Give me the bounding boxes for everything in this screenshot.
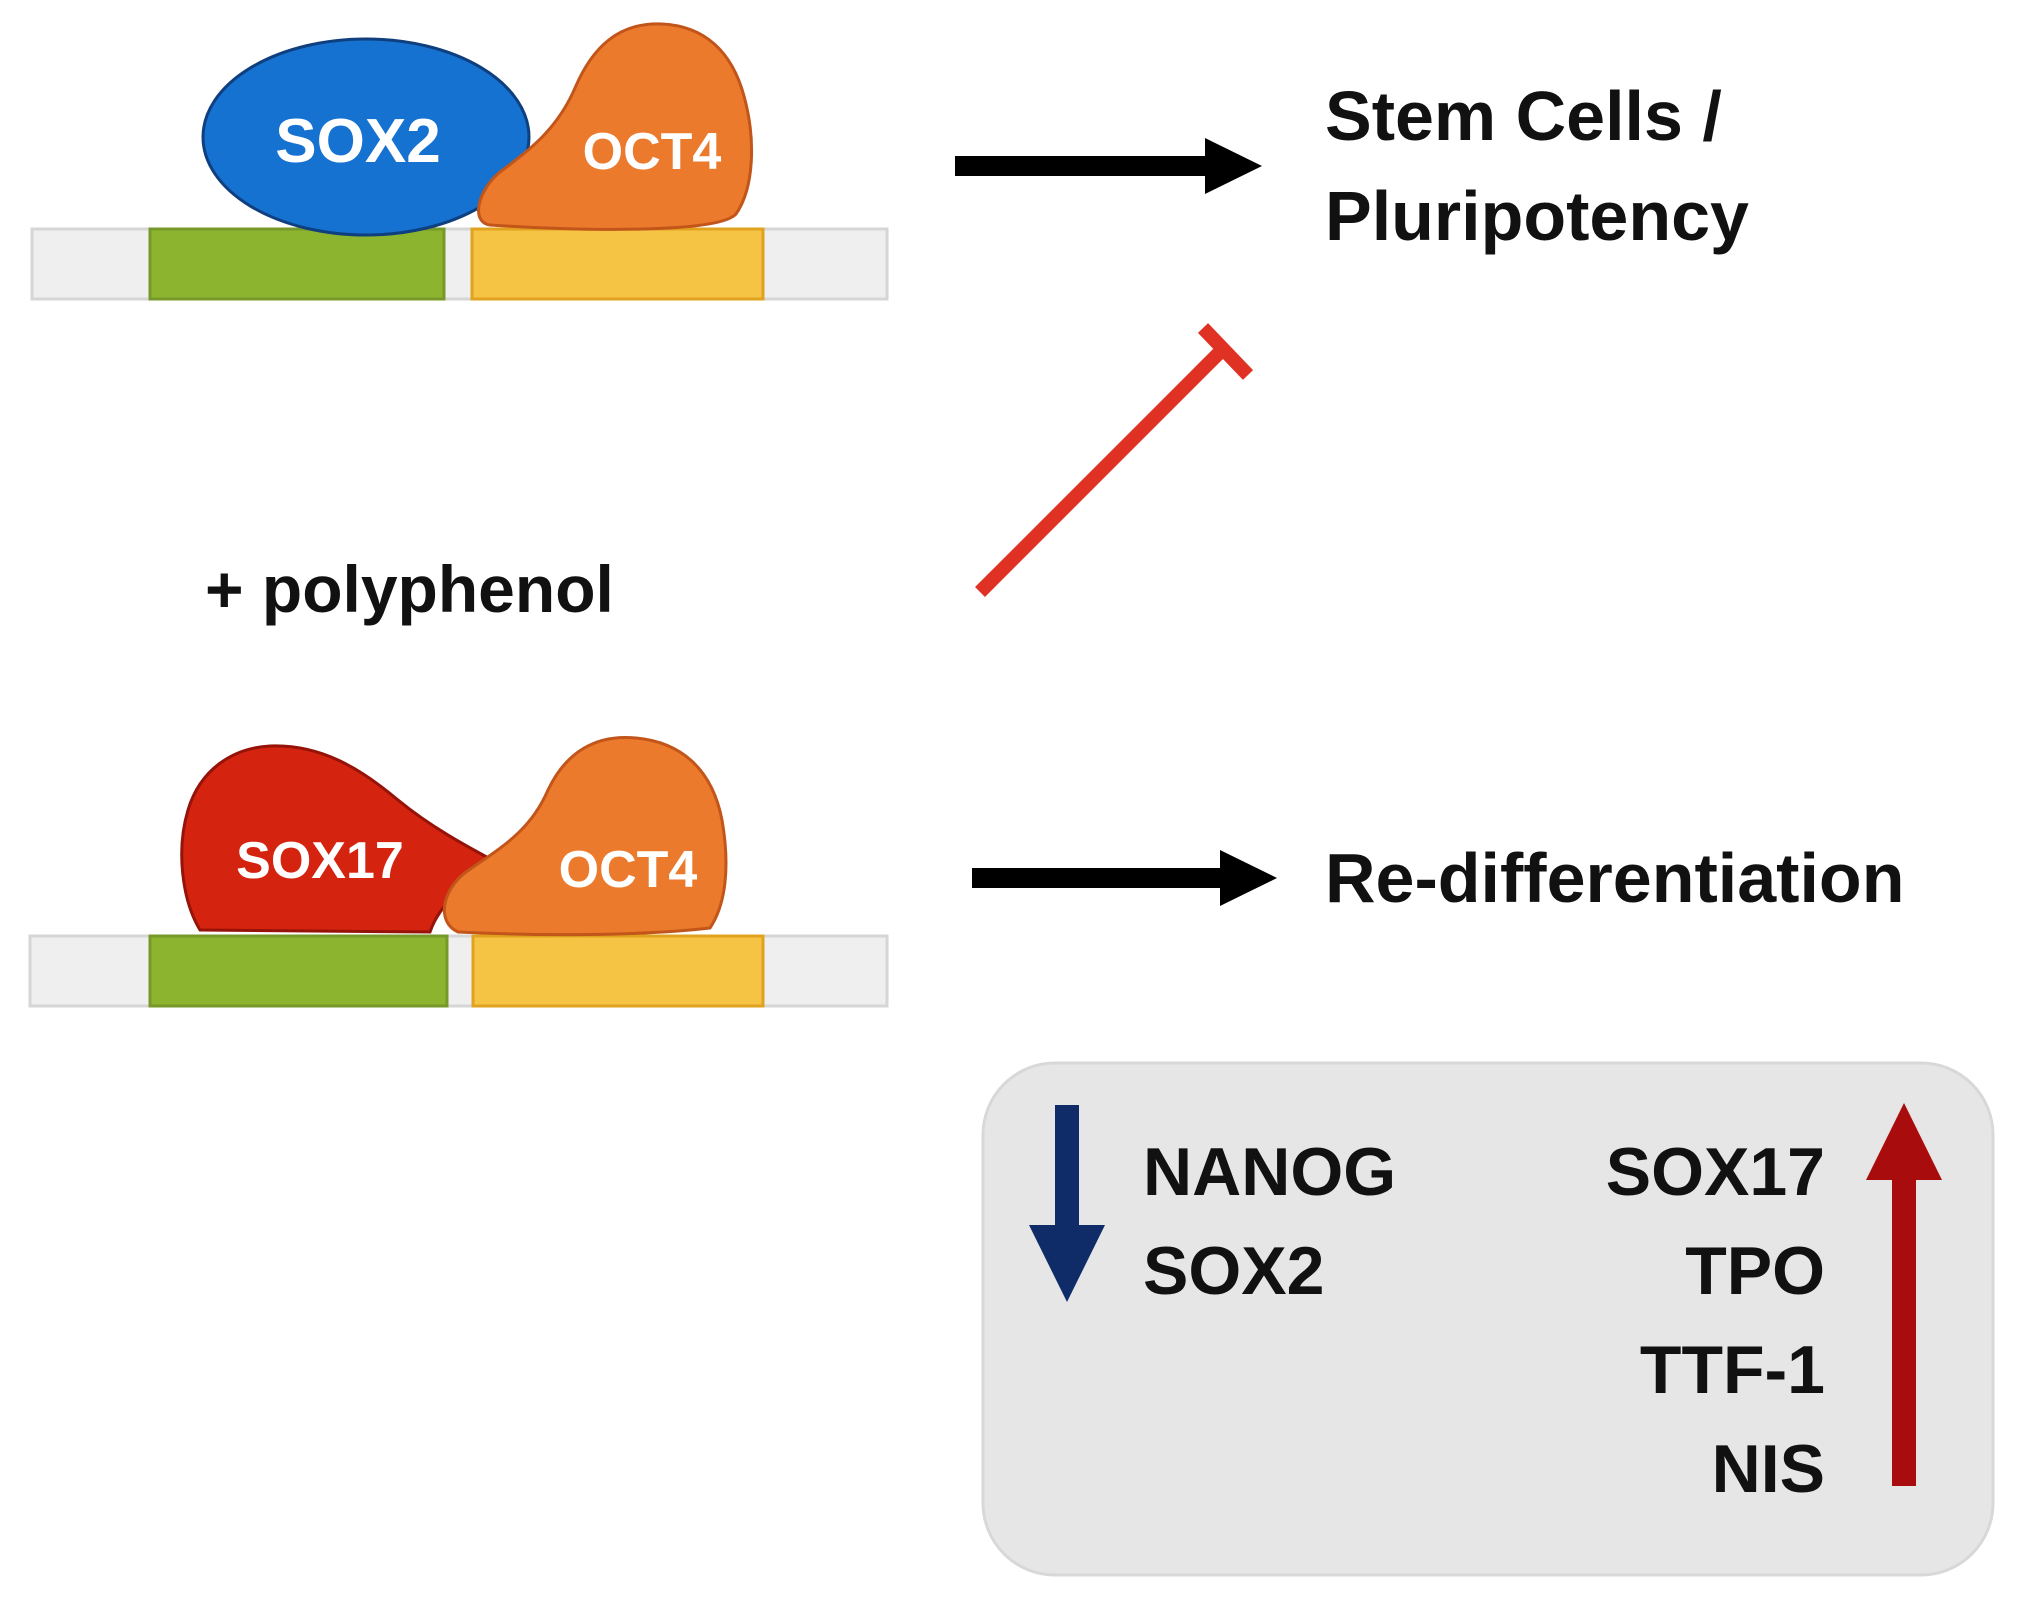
down-marker: NANOG (1143, 1134, 1396, 1210)
outcome-stem-cells-line1: Stem Cells / (1325, 77, 1722, 155)
sox2-protein-label: SOX2 (275, 107, 440, 176)
top-dna-sox-site (148, 227, 446, 301)
marker-panel-background (981, 1061, 1995, 1577)
treatment-label: + polyphenol (205, 552, 614, 626)
downregulation-arrow-icon (1029, 1105, 1105, 1302)
top-complex: SOX2 OCT4 (30, 22, 889, 301)
sox2-protein-shape (201, 37, 531, 237)
outcome-stem-cells-line2: Pluripotency (1325, 177, 1749, 255)
bottom-dna-sox-site (148, 934, 449, 1008)
oct4-protein-shape-top (477, 22, 754, 231)
bottom-complex: SOX17 OCT4 (28, 735, 889, 1008)
oct4-protein-label-top: OCT4 (583, 123, 722, 181)
down-marker: SOX2 (1143, 1233, 1324, 1309)
upregulation-arrow-icon (1866, 1103, 1942, 1486)
up-marker: TTF-1 (1640, 1332, 1825, 1408)
bottom-activation-arrow (972, 850, 1277, 906)
top-dna-oct-site (470, 227, 765, 301)
up-marker: SOX17 (1606, 1134, 1825, 1210)
top-activation-arrow (955, 138, 1262, 194)
oct4-protein-shape-bottom (442, 735, 728, 937)
up-marker: TPO (1685, 1233, 1825, 1309)
outcome-redifferentiation: Re-differentiation (1325, 839, 1904, 917)
sox17-protein-label: SOX17 (236, 832, 404, 890)
bottom-dna-oct-site (471, 934, 765, 1008)
up-marker: NIS (1712, 1431, 1825, 1507)
oct4-protein-label-bottom: OCT4 (559, 841, 698, 899)
marker-expression-panel: NANOG SOX2 SOX17 TPO TTF-1 NIS (981, 1061, 1995, 1577)
inhibition-arrow (975, 323, 1254, 597)
